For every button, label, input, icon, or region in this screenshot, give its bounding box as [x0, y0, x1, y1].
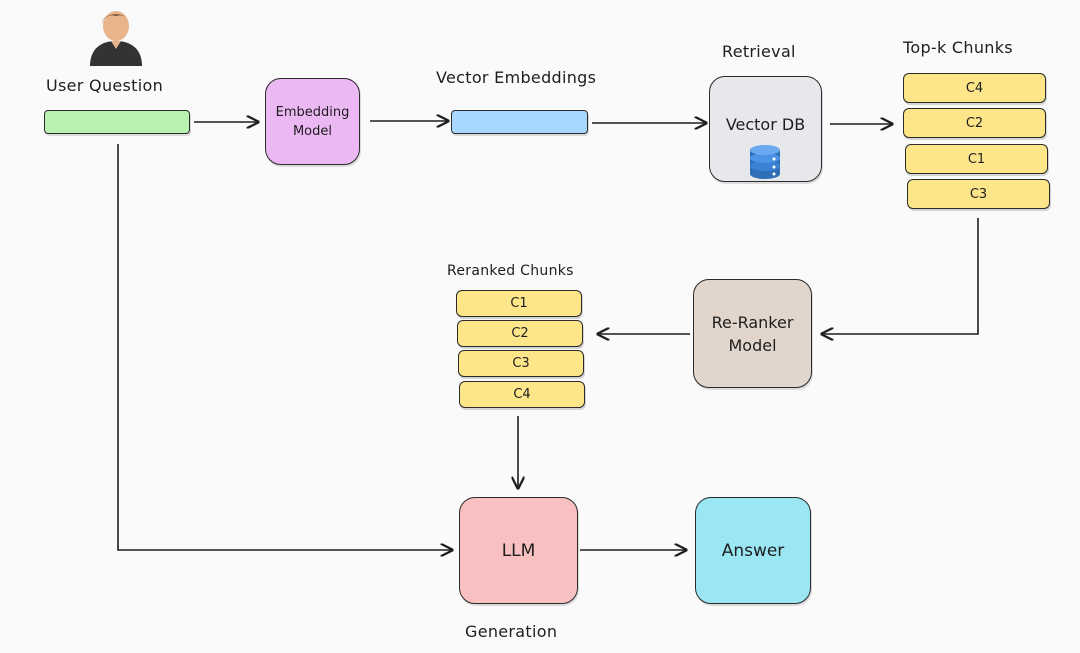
llm-box: LLM	[459, 497, 578, 604]
top-k-chunk: C2	[903, 108, 1046, 138]
llm-label: LLM	[501, 540, 536, 561]
database-icon	[750, 145, 780, 179]
answer-label: Answer	[721, 540, 785, 561]
vector-db-label: Vector DB	[725, 115, 806, 134]
retrieval-label: Retrieval	[722, 42, 796, 61]
reranker-model-box: Re-Ranker Model	[693, 279, 812, 388]
top-k-chunks-label: Top-k Chunks	[903, 38, 1013, 57]
embedding-model-box: Embedding Model	[265, 78, 360, 165]
vector-embeddings-label: Vector Embeddings	[436, 68, 597, 87]
reranker-line-1: Re-Ranker	[711, 312, 794, 332]
embedding-vector-bar	[451, 110, 588, 134]
answer-box: Answer	[695, 497, 811, 604]
reranked-chunk: C3	[458, 350, 584, 377]
user-icon	[90, 11, 142, 66]
reranked-chunk: C4	[459, 381, 585, 408]
embedding-model-line-2: Model	[292, 123, 333, 139]
reranker-line-2: Model	[728, 335, 777, 355]
top-k-chunk: C1	[905, 144, 1048, 174]
generation-label: Generation	[465, 622, 558, 641]
top-k-chunk: C3	[907, 179, 1050, 209]
question-bar	[44, 110, 190, 134]
arrow-top-k-to-reranker	[822, 218, 979, 334]
arrow-question-to-llm	[117, 144, 452, 550]
reranked-chunk: C2	[457, 320, 583, 347]
embedding-model-line-1: Embedding	[275, 104, 350, 120]
user-question-label: User Question	[46, 76, 164, 95]
reranked-chunks-label: Reranked Chunks	[447, 263, 574, 279]
top-k-chunk: C4	[903, 73, 1046, 103]
reranked-chunk: C1	[456, 290, 582, 317]
